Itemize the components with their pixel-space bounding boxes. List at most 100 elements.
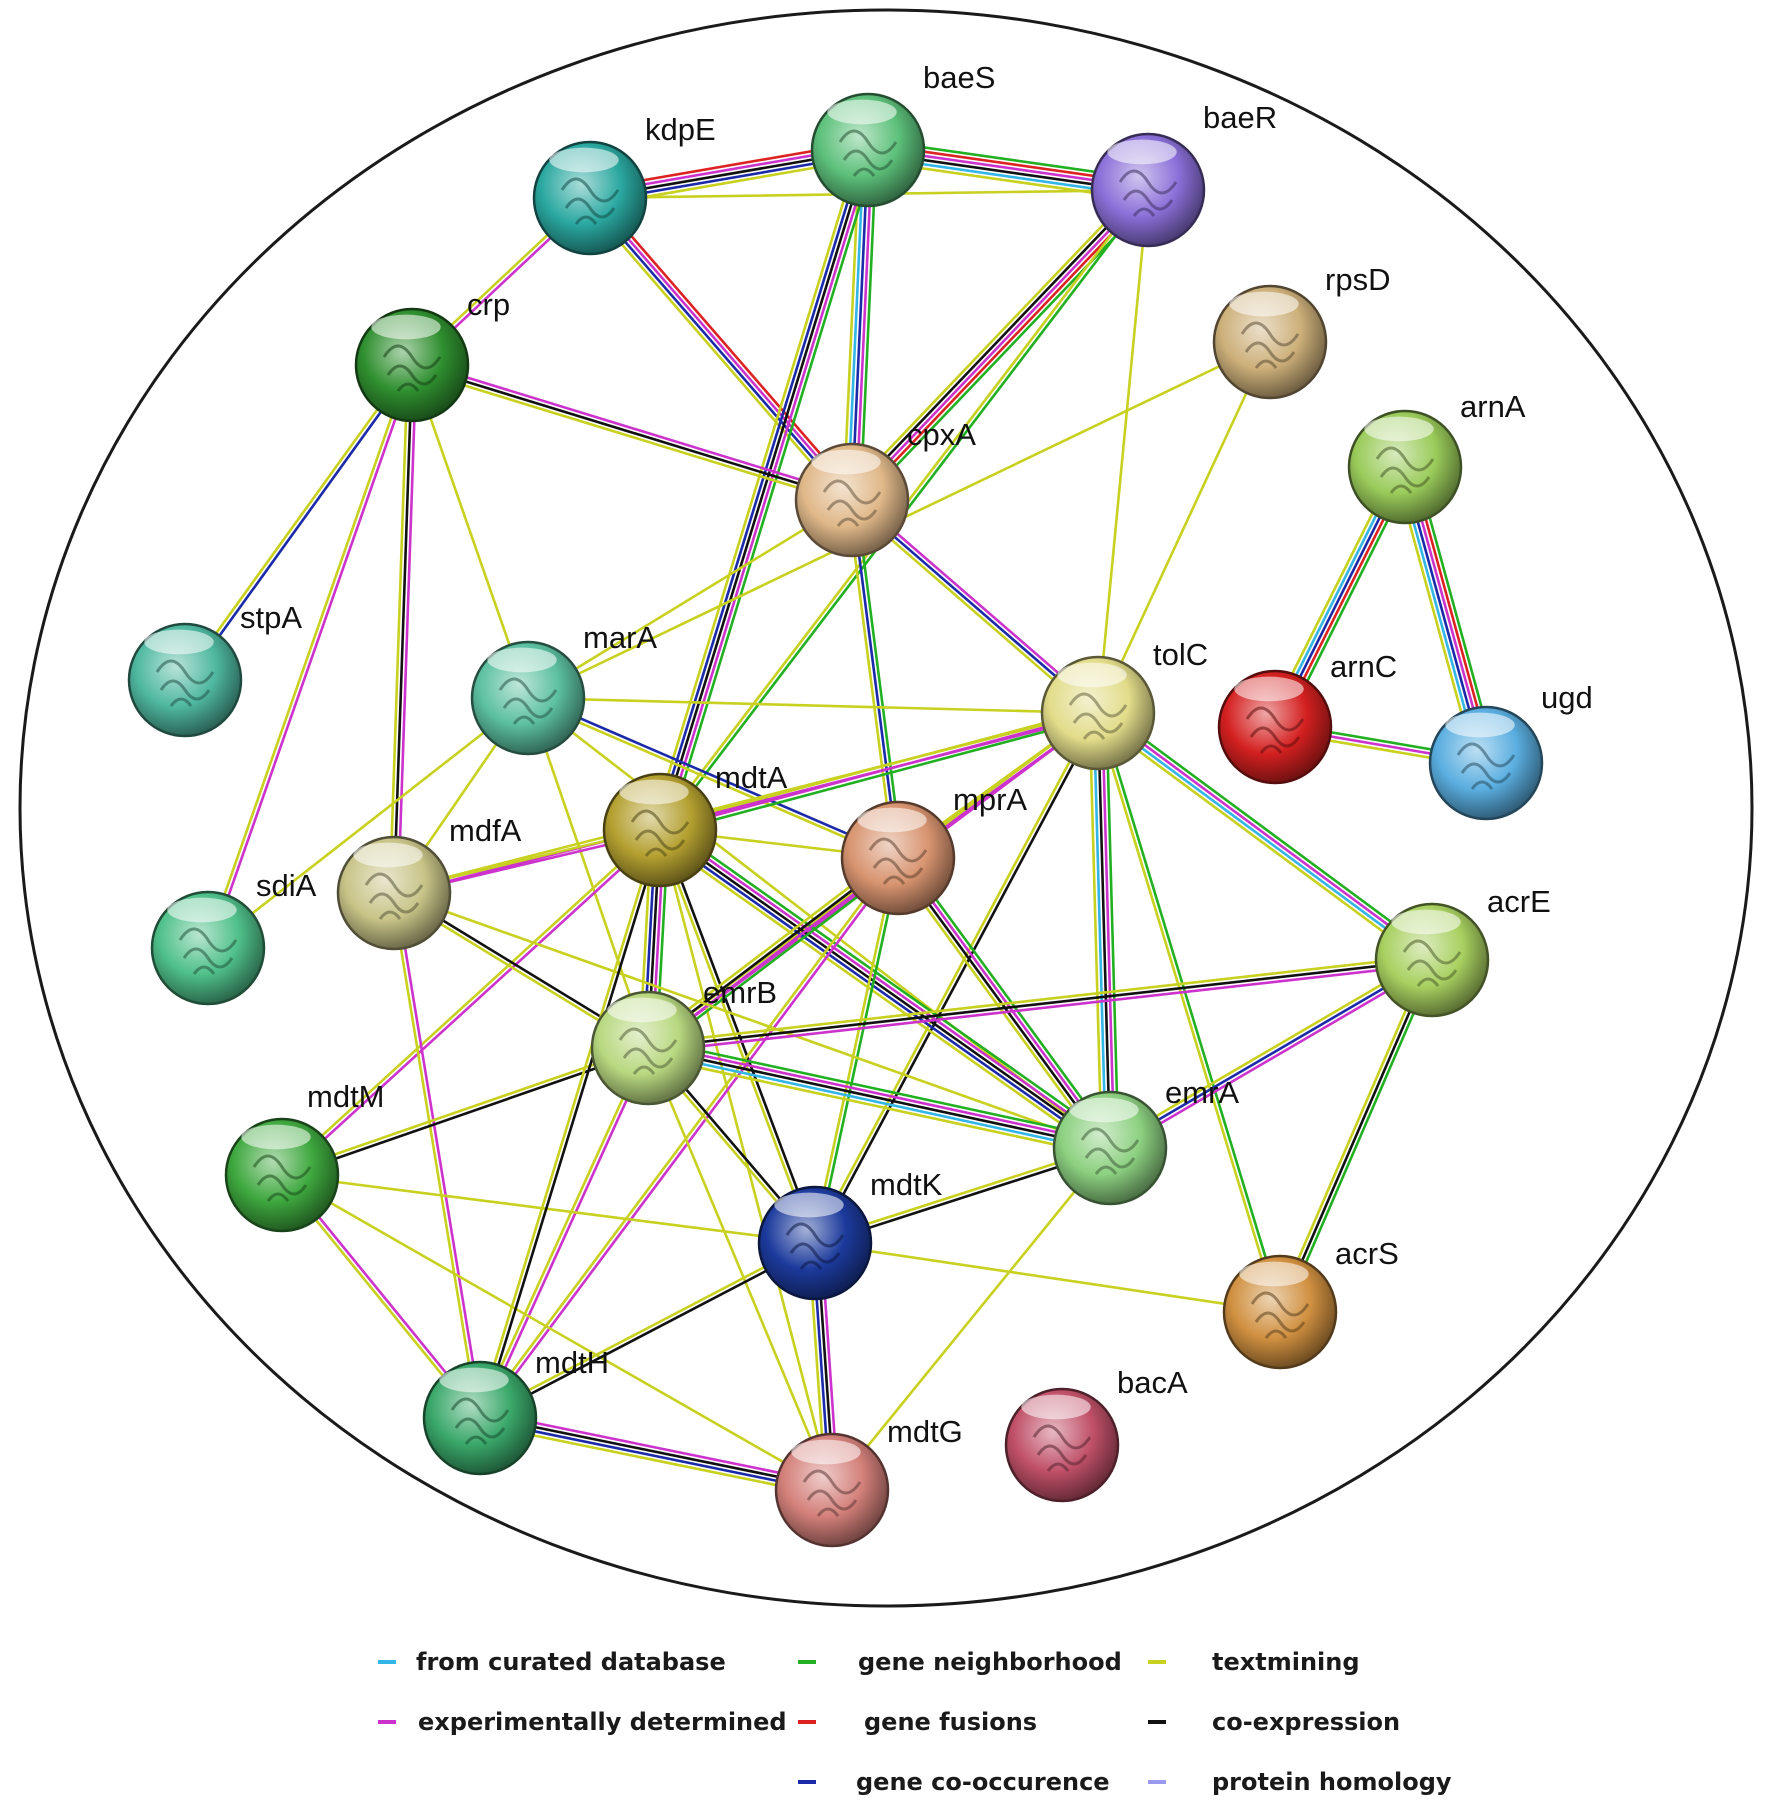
legend-label-coexpression: co-expression <box>1212 1708 1400 1736</box>
node-arnC[interactable]: arnC <box>1217 649 1397 785</box>
node-label-mdtH: mdtH <box>535 1345 609 1380</box>
node-kdpE[interactable]: kdpE <box>532 112 716 256</box>
node-emrB[interactable]: emrB <box>590 975 777 1106</box>
node-highlight <box>619 779 689 805</box>
edge-strand-textmining <box>644 1054 1110 1158</box>
node-label-mdtM: mdtM <box>307 1079 385 1114</box>
edge-strand-textmining <box>410 363 530 700</box>
node-label-arnC: arnC <box>1330 649 1397 684</box>
node-mdtH[interactable]: mdtH <box>422 1345 609 1476</box>
protein-structure-icon <box>1080 1127 1140 1175</box>
node-sphere[interactable] <box>1347 409 1463 525</box>
edge-mdfA-emrA <box>392 891 1112 1150</box>
node-sphere[interactable] <box>1090 132 1206 248</box>
node-cpxA[interactable]: cpxA <box>794 417 976 558</box>
node-stpA[interactable]: stpA <box>127 600 302 738</box>
node-sphere[interactable] <box>336 835 452 951</box>
node-sphere[interactable] <box>150 890 266 1006</box>
node-highlight <box>791 1439 861 1465</box>
edge-acrE-acrS <box>1274 957 1438 1315</box>
node-sphere[interactable] <box>422 1360 538 1476</box>
node-sphere[interactable] <box>590 990 706 1106</box>
node-mdtG[interactable]: mdtG <box>774 1414 963 1548</box>
edge-strand-experimental <box>1100 711 1116 1150</box>
edge-marA-mprA <box>525 694 901 862</box>
edge-strand-experimental <box>898 855 1113 1149</box>
edge-strand-neighborhood <box>1105 711 1120 1150</box>
node-highlight <box>549 147 619 173</box>
node-sphere[interactable] <box>794 442 910 558</box>
node-sphere[interactable] <box>1217 669 1333 785</box>
edge-strand-coexpression <box>660 827 819 1244</box>
edge-mdtK-acrS <box>813 1241 1282 1314</box>
edge-strand-experimental <box>480 1047 652 1421</box>
legend-label-textmining: textmining <box>1212 1648 1360 1676</box>
node-sphere[interactable] <box>757 1185 873 1301</box>
legend-item-cooccurrence: gene co-occurence <box>798 1768 1110 1796</box>
node-sphere[interactable] <box>1052 1090 1168 1206</box>
node-sphere[interactable] <box>532 140 648 256</box>
edge-strand-experimental <box>282 830 663 1178</box>
node-sphere[interactable] <box>602 772 718 888</box>
node-sphere[interactable] <box>840 800 956 916</box>
edge-strand-coexpression <box>1278 958 1434 1314</box>
node-baeR[interactable]: baeR <box>1090 100 1277 248</box>
edge-strand-textmining <box>1094 712 1280 1314</box>
protein-structure-icon <box>868 837 928 885</box>
legend-item-neighborhood: gene neighborhood <box>798 1648 1122 1676</box>
node-marA[interactable]: marA <box>470 620 657 756</box>
node-label-mdfA: mdfA <box>449 813 522 848</box>
node-highlight <box>353 842 423 868</box>
node-mdtK[interactable]: mdtK <box>757 1167 943 1301</box>
edge-crp-sdiA <box>204 363 416 950</box>
node-label-mprA: mprA <box>953 782 1027 817</box>
node-sphere[interactable] <box>774 1432 890 1548</box>
edge-strand-textmining <box>1274 957 1430 1312</box>
node-ugd[interactable]: ugd <box>1428 680 1593 821</box>
node-sphere[interactable] <box>470 640 586 756</box>
node-mdfA[interactable]: mdfA <box>336 813 522 951</box>
node-sphere[interactable] <box>810 92 926 208</box>
protein-structure-icon <box>450 1397 510 1445</box>
network-boundary-circle <box>18 8 1754 1608</box>
node-bacA[interactable]: bacA <box>1004 1365 1188 1503</box>
node-sphere[interactable] <box>1040 655 1156 771</box>
node-sphere[interactable] <box>1004 1387 1120 1503</box>
node-sdiA[interactable]: sdiA <box>150 868 317 1006</box>
node-baeS[interactable]: baeS <box>810 60 995 208</box>
edge-strand-cooccurrence <box>587 198 852 503</box>
node-highlight <box>827 99 897 125</box>
protein-structure-icon <box>1240 321 1300 369</box>
node-sphere[interactable] <box>1374 902 1490 1018</box>
edge-strand-curated <box>645 1050 1111 1154</box>
node-sphere[interactable] <box>1222 1254 1338 1370</box>
node-acrE[interactable]: acrE <box>1374 884 1551 1018</box>
node-mdtA[interactable]: mdtA <box>602 760 788 888</box>
node-emrA[interactable]: emrA <box>1052 1075 1239 1206</box>
node-sphere[interactable] <box>224 1117 340 1233</box>
node-sphere[interactable] <box>127 622 243 738</box>
node-highlight <box>1107 139 1177 165</box>
node-sphere[interactable] <box>354 307 470 423</box>
edge-strand-textmining <box>477 1239 816 1418</box>
edge-tolC-mdtK <box>811 710 1102 1246</box>
node-sphere[interactable] <box>1212 284 1328 400</box>
legend-item-curated: from curated database <box>378 1648 726 1676</box>
edge-mdtA-mdtH <box>476 828 664 1420</box>
node-crp[interactable]: crp <box>354 287 510 423</box>
edge-marA-tolC <box>526 696 1100 715</box>
node-mdtM[interactable]: mdtM <box>224 1079 385 1233</box>
edge-strand-textmining <box>653 835 1107 1157</box>
node-sphere[interactable] <box>1428 705 1544 821</box>
node-arnA[interactable]: arnA <box>1347 389 1526 525</box>
edge-strand-experimental <box>1097 710 1435 960</box>
node-acrS[interactable]: acrS <box>1222 1236 1399 1370</box>
edge-tolC-acrE <box>1092 706 1438 967</box>
protein-structure-icon <box>1245 706 1305 754</box>
node-rpsD[interactable]: rpsD <box>1212 262 1390 400</box>
node-mprA[interactable]: mprA <box>840 782 1027 916</box>
edge-strand-textmining <box>476 1045 648 1419</box>
edge-strand-coexpression <box>479 1243 818 1422</box>
node-tolC[interactable]: tolC <box>1040 637 1208 771</box>
edge-strand-experimental <box>396 363 418 895</box>
